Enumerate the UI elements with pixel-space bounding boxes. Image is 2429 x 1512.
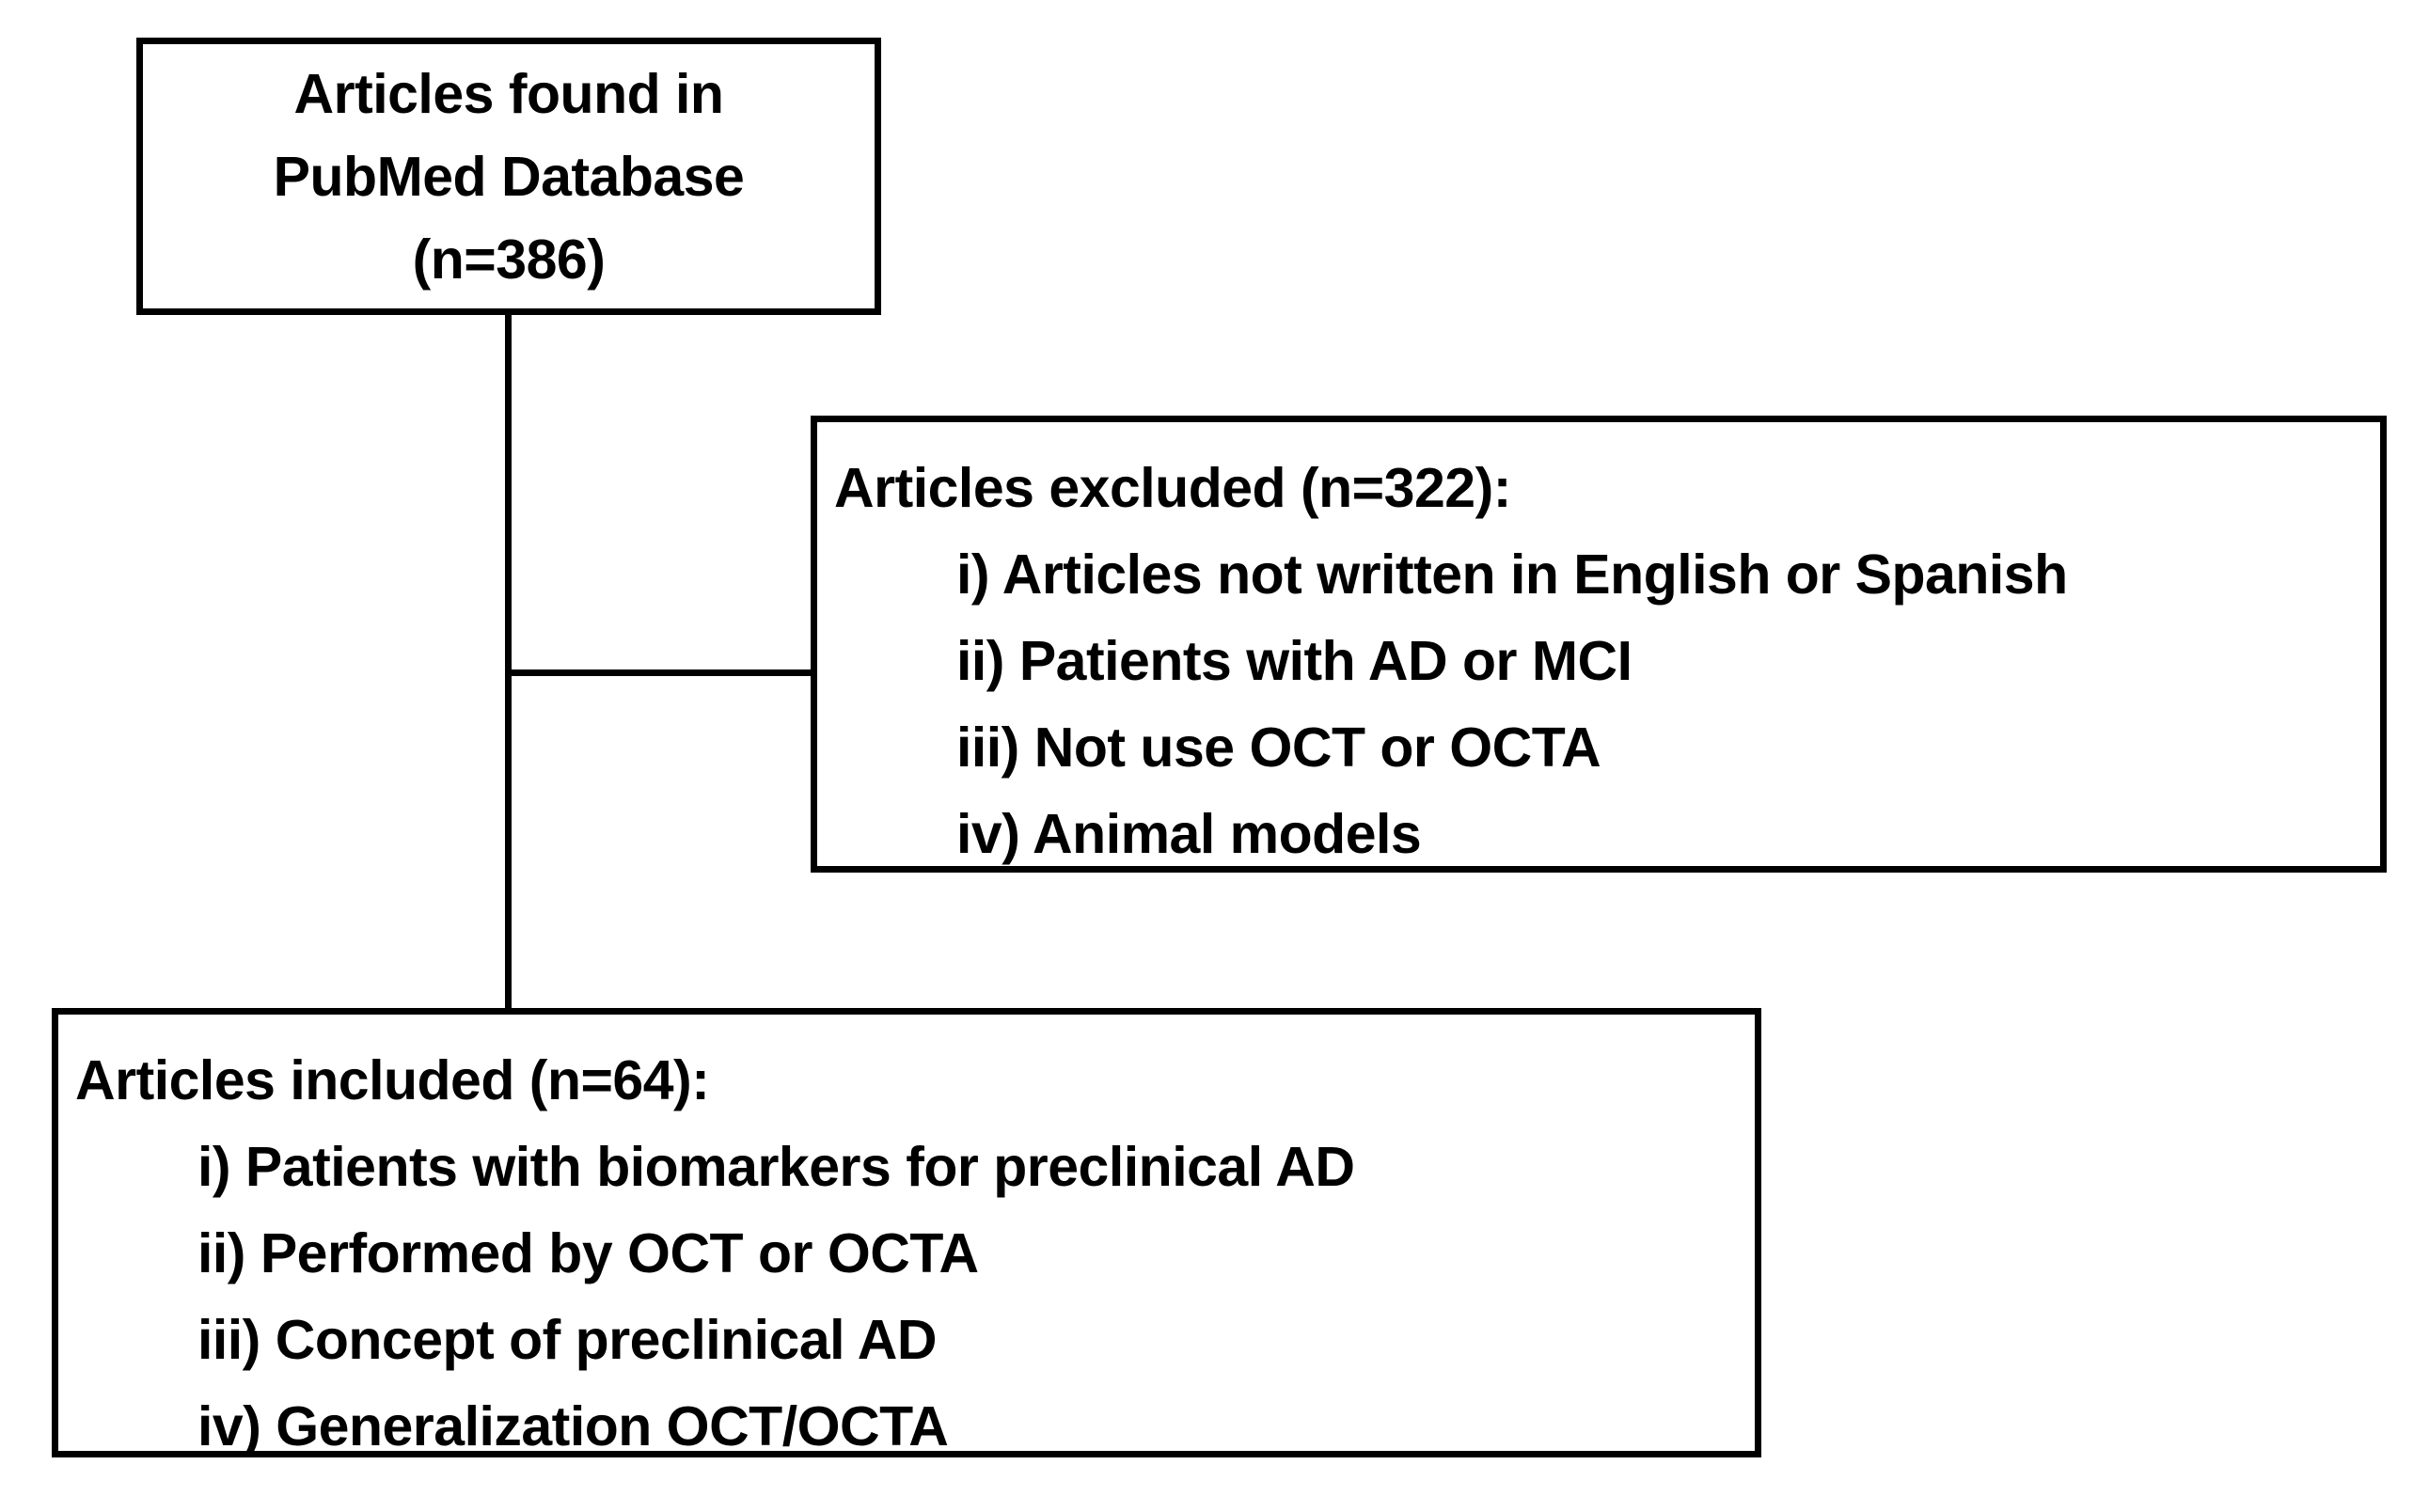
excluded-criterion-item: iv) Animal models (956, 803, 1422, 865)
connector-horizontal-line (505, 669, 815, 676)
included-criterion-item: iii) Concept of preclinical AD (197, 1309, 937, 1371)
included-criterion-item: i) Patients with biomarkers for preclini… (197, 1136, 1355, 1198)
source-line-3: (n=386) (412, 228, 606, 291)
excluded-heading: Articles excluded (n=322): (834, 457, 1511, 519)
excluded-criterion-item: ii) Patients with AD or MCI (956, 630, 1632, 692)
included-articles-box: Articles included (n=64): i) Patients wi… (52, 1008, 1761, 1457)
excluded-criterion-item: iii) Not use OCT or OCTA (956, 717, 1601, 779)
source-line-2: PubMed Database (273, 145, 745, 208)
included-criteria-list: i) Patients with biomarkers for preclini… (75, 1124, 1755, 1470)
source-line-1: Articles found in (293, 62, 724, 125)
included-criterion-item: iv) Generalization OCT/OCTA (197, 1395, 949, 1457)
source-records-box: Articles found in PubMed Database (n=386… (136, 38, 881, 315)
included-heading: Articles included (n=64): (75, 1049, 710, 1111)
excluded-articles-box: Articles excluded (n=322): i) Articles n… (811, 416, 2387, 873)
excluded-criteria-list: i) Articles not written in English or Sp… (834, 531, 2380, 877)
connector-vertical-line (505, 311, 512, 1012)
included-criterion-item: ii) Performed by OCT or OCTA (197, 1222, 979, 1284)
excluded-criterion-item: i) Articles not written in English or Sp… (956, 543, 2068, 606)
